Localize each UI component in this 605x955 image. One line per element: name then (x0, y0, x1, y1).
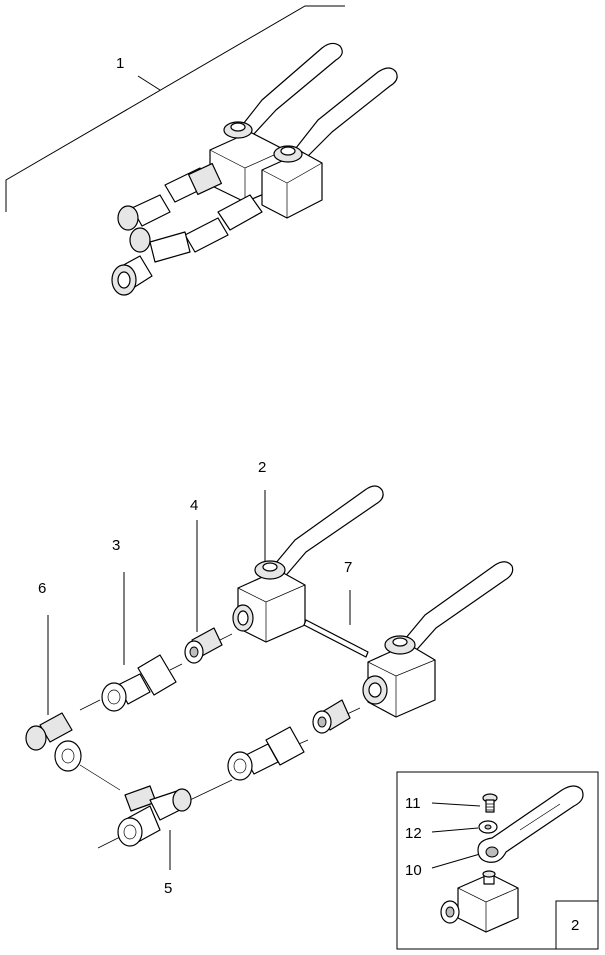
callout-5: 5 (164, 880, 172, 897)
callout-2: 2 (258, 459, 266, 476)
elbow-6-nut (54, 740, 82, 772)
lower-tube (184, 217, 229, 253)
tee-5-end (172, 788, 192, 812)
fitting-3-upper-face (101, 682, 127, 712)
tee-5-face (117, 817, 143, 847)
detail-inset: 2 11 12 10 (396, 771, 599, 950)
leader-11 (431, 802, 481, 807)
leader-1 (137, 75, 161, 91)
handle-front (295, 67, 398, 157)
tee-elbow (129, 227, 151, 253)
inset-label-box (555, 900, 599, 950)
callout-10: 10 (405, 862, 422, 879)
pin-7 (303, 619, 369, 658)
callout-3: 3 (112, 537, 120, 554)
valve-2b-handle (399, 561, 514, 656)
upper-nut (131, 194, 171, 227)
assembled-valve-group: 1 (5, 5, 398, 296)
inset-label: 2 (571, 917, 579, 934)
assembly-bracket-line (5, 5, 345, 212)
screw-11-shank (485, 799, 495, 813)
tee-5-branch (124, 785, 157, 812)
elbow-6-body (39, 712, 73, 743)
elbow-6-top (25, 725, 47, 751)
fitting-3-upper-nut (137, 654, 177, 696)
leader-10 (431, 853, 481, 869)
leader-12 (431, 827, 479, 833)
handle-10 (477, 785, 584, 863)
callout-11: 11 (405, 795, 421, 812)
tee-connector (149, 231, 191, 263)
callout-4: 4 (190, 497, 198, 514)
lower-union (217, 194, 263, 231)
upper-union (187, 162, 223, 196)
handle-10-hole (485, 846, 499, 858)
callout-7: 7 (344, 559, 352, 576)
callout-6: 6 (38, 580, 46, 597)
valve-2-handle (269, 485, 384, 581)
callout-1: 1 (116, 55, 124, 72)
upper-elbow-end (117, 205, 139, 231)
fitting-3-lower-face (227, 751, 253, 781)
exploded-valve-group: 2 4 3 7 6 5 (25, 459, 514, 897)
handle-back (239, 42, 343, 137)
callout-12: 12 (405, 825, 422, 842)
